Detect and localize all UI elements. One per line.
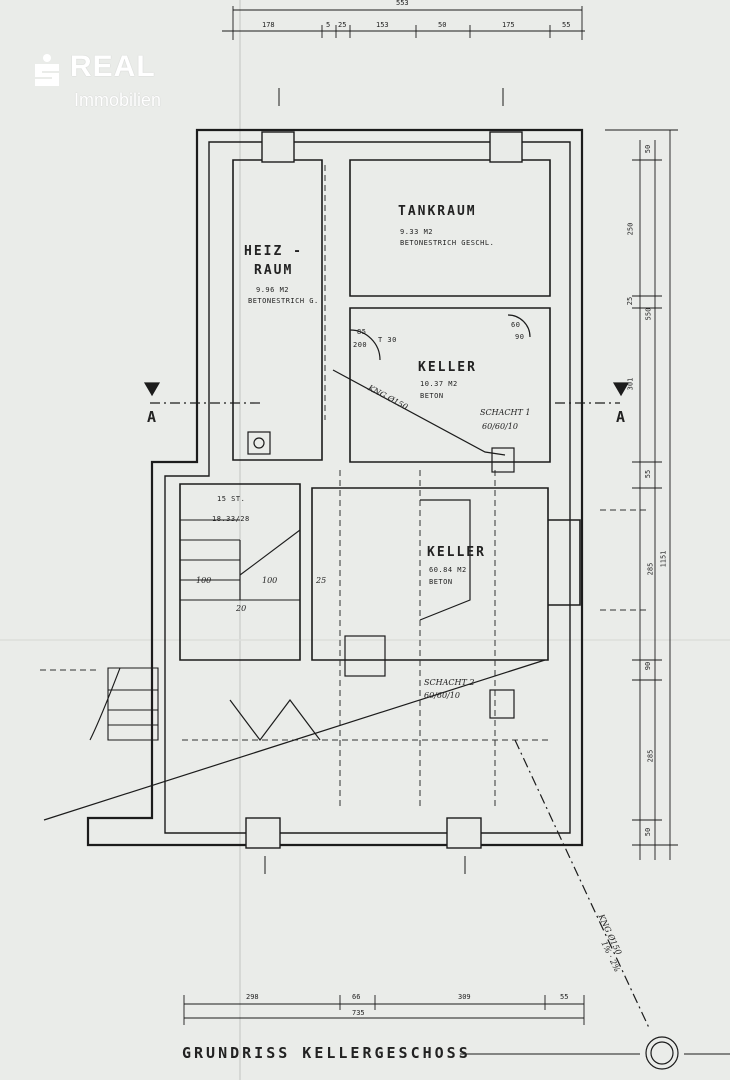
room-area-heizraum: 9.96 M2	[256, 286, 290, 294]
schacht-1-size: 60/60/10	[482, 422, 518, 431]
landing-dim-a: 100	[196, 576, 212, 585]
dim-bottom-total: 735	[352, 1009, 365, 1017]
room-name-keller-2: KELLER	[427, 545, 486, 560]
dim-top-4: 153	[376, 21, 389, 29]
dim-top-6: 175	[502, 21, 515, 29]
dim-bottom-3: 309	[458, 993, 471, 1001]
dimension-lines	[183, 6, 678, 1025]
dim-bottom-2: 66	[352, 993, 361, 1001]
dim-bottom-4: 55	[560, 993, 569, 1001]
dim-right-1: 50	[644, 144, 653, 154]
dim-top-2: 5	[326, 21, 331, 29]
door-fire-rating: T 30	[378, 336, 397, 344]
room-floor-keller-1: BETON	[420, 392, 444, 400]
walls	[86, 128, 584, 847]
landing-dim-c: 20	[236, 604, 247, 613]
dim-right-4: 550	[644, 307, 653, 321]
schacht-1-label: SCHACHT 1	[480, 408, 531, 417]
dim-right-7: 1151	[659, 550, 668, 568]
dim-right-5: 301	[626, 377, 635, 391]
schacht-2-label: SCHACHT 2	[424, 678, 475, 687]
chimneys	[245, 131, 523, 849]
room-name-heizraum-2: RAUM	[254, 263, 294, 278]
section-symbols	[264, 88, 504, 874]
dim-right-3: 25	[626, 296, 635, 306]
stair-size: 18.33/28	[212, 515, 250, 523]
plan-title: GRUNDRISS KELLERGESCHOSS	[182, 1044, 471, 1062]
stair-steps: 15 ST.	[217, 495, 246, 503]
room-name-keller-1: KELLER	[418, 360, 477, 375]
section-mark-left: A	[147, 408, 157, 426]
dim-right-11: 50	[644, 827, 653, 837]
stairs	[89, 519, 301, 741]
landing-dim-b: 100	[262, 576, 278, 585]
section-line	[143, 382, 630, 404]
dim-right-8: 285	[646, 562, 655, 576]
drain-pipes	[43, 369, 679, 1070]
logo-brand: REAL	[70, 50, 156, 83]
door-dim-width: 85	[357, 328, 367, 336]
logo-subtitle: Immobilien	[74, 90, 162, 110]
dim-right-10: 285	[646, 749, 655, 763]
inner-details	[229, 314, 531, 741]
dim-top-1: 178	[262, 21, 275, 29]
dim-right-6: 55	[644, 469, 653, 479]
dim-right-9: 90	[644, 661, 653, 671]
room-name-heizraum: HEIZ -	[244, 244, 303, 259]
room-area-tankraum: 9.33 M2	[400, 228, 434, 236]
dim-top-5: 50	[438, 21, 447, 29]
door-dim-height: 200	[353, 341, 368, 349]
hidden-lines	[40, 165, 650, 810]
section-mark-right: A	[616, 408, 626, 426]
room-floor-heizraum: BETONESTRICH G.	[248, 297, 319, 305]
dim-top-7: 55	[562, 21, 571, 29]
room-name-tankraum: TANKRAUM	[398, 204, 477, 219]
sparkasse-s-icon	[35, 54, 59, 86]
door2-dim-height: 90	[515, 333, 525, 341]
schacht-2-size: 60/60/10	[424, 691, 460, 700]
landing-dim-d: 25	[316, 576, 327, 585]
dim-bottom-1: 298	[246, 993, 259, 1001]
room-floor-tankraum: BETONESTRICH GESCHL.	[400, 239, 495, 247]
dim-top-total: 553	[396, 0, 409, 7]
dim-top-3: 25	[338, 21, 347, 29]
dim-right-2: 250	[626, 222, 635, 236]
door2-dim-width: 60	[511, 321, 521, 329]
room-floor-keller-2: BETON	[429, 578, 453, 586]
room-area-keller-1: 10.37 M2	[420, 380, 458, 388]
room-area-keller-2: 60.84 M2	[429, 566, 467, 574]
